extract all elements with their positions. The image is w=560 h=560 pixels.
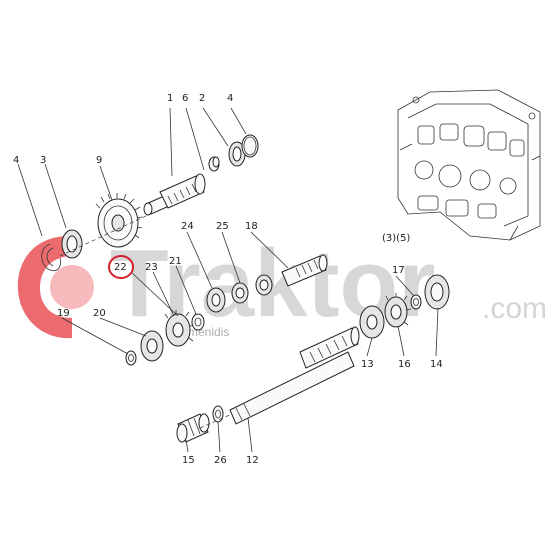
- axis-line-upper: [59, 213, 151, 257]
- callout-20: 20: [93, 308, 106, 319]
- callout-labels: 1 6 2 4 3 4 9 24 25 18 22 23 21 17 19 20…: [13, 93, 443, 466]
- snap-ring-4-top: [241, 134, 259, 158]
- callout-17: 17: [392, 265, 405, 276]
- needle-bearing-15: [176, 413, 210, 443]
- reference-label: (3)(5): [382, 233, 410, 244]
- callout-4-top: 4: [227, 93, 233, 104]
- callout-9: 9: [96, 155, 102, 166]
- callout-26: 26: [214, 455, 227, 466]
- main-shaft-12: [229, 326, 360, 425]
- shaft-18: [281, 254, 328, 287]
- callout-18: 18: [245, 221, 258, 232]
- bearing-2: [228, 141, 246, 167]
- callout-24: 24: [181, 221, 194, 232]
- spacer-25: [231, 274, 273, 304]
- washer-19: [125, 350, 137, 366]
- snap-ring-4-left: [41, 243, 61, 272]
- gear-23: [164, 310, 196, 347]
- axis-line-lower: [199, 413, 233, 429]
- callout-15: 15: [182, 455, 195, 466]
- bearing-24: [206, 287, 226, 313]
- gear-9: [95, 193, 143, 248]
- callout-6: 6: [182, 93, 188, 104]
- callout-19: 19: [57, 308, 70, 319]
- ring-26: [212, 405, 224, 423]
- input-shaft: [143, 156, 220, 216]
- callout-2: 2: [199, 93, 205, 104]
- washer-21: [191, 313, 205, 331]
- callout-12: 12: [246, 455, 259, 466]
- bearing-14: [424, 274, 450, 310]
- watermark-suffix: .com: [482, 292, 547, 325]
- bearing-20: [140, 330, 164, 362]
- bearing-3: [61, 229, 83, 259]
- callout-1: 1: [167, 93, 173, 104]
- callout-16: 16: [398, 359, 411, 370]
- callout-25: 25: [216, 221, 229, 232]
- bearing-13: [359, 305, 385, 339]
- callout-14: 14: [430, 359, 443, 370]
- callout-21: 21: [169, 256, 182, 267]
- traktor-logo-mark: [17, 236, 94, 339]
- callout-13: 13: [361, 359, 374, 370]
- transmission-housing: [397, 89, 541, 241]
- washer-17: [410, 294, 422, 310]
- callout-22: 22: [114, 262, 127, 273]
- callout-3: 3: [40, 155, 46, 166]
- callout-23: 23: [145, 262, 158, 273]
- gear-16: [384, 293, 412, 328]
- leader-lines: [17, 107, 439, 453]
- highlight-circle-22: [108, 255, 134, 279]
- callout-4-left: 4: [13, 155, 19, 166]
